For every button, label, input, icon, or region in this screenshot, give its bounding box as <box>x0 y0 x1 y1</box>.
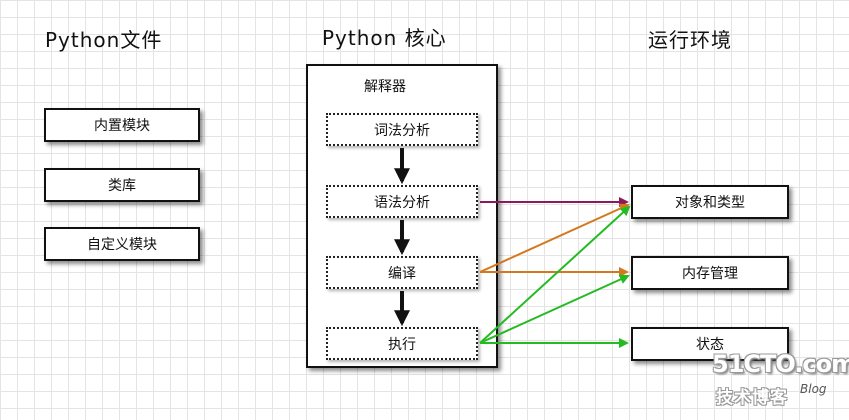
lexical-analysis-box[interactable]: 词法分析 <box>326 113 478 146</box>
watermark-blog: Blog <box>800 382 827 396</box>
execute-box[interactable]: 执行 <box>326 327 478 360</box>
builtin-modules-box[interactable]: 内置模块 <box>44 108 200 142</box>
core-column-title: Python 核心 <box>322 26 447 50</box>
state-box[interactable]: 状态 <box>631 327 789 361</box>
runtime-column-title: 运行环境 <box>648 28 732 52</box>
arrow-compile-to-objects <box>479 203 630 273</box>
syntax-analysis-label: 语法分析 <box>374 194 430 211</box>
compile-label: 编译 <box>388 265 416 282</box>
syntax-analysis-box[interactable]: 语法分析 <box>326 185 478 218</box>
custom-modules-label: 自定义模块 <box>87 237 157 253</box>
arrow-execute-to-memory <box>479 274 630 344</box>
arrow-execute-to-objects <box>479 205 631 344</box>
builtin-modules-label: 内置模块 <box>94 118 150 134</box>
libraries-label: 类库 <box>108 178 136 194</box>
memory-management-label: 内存管理 <box>682 266 738 282</box>
objects-types-label: 对象和类型 <box>675 195 745 211</box>
watermark-sub: 技术博客 <box>716 388 788 408</box>
custom-modules-box[interactable]: 自定义模块 <box>44 227 200 261</box>
files-column-title: Python文件 <box>45 28 163 52</box>
state-label: 状态 <box>696 337 724 353</box>
compile-box[interactable]: 编译 <box>326 256 478 289</box>
libraries-box[interactable]: 类库 <box>44 168 200 202</box>
execute-label: 执行 <box>388 336 416 353</box>
watermark-site: 51CTO.com <box>712 350 849 378</box>
interpreter-label: 解释器 <box>364 79 406 95</box>
objects-types-box[interactable]: 对象和类型 <box>631 185 789 219</box>
lexical-analysis-label: 词法分析 <box>374 122 430 139</box>
memory-management-box[interactable]: 内存管理 <box>631 256 789 290</box>
